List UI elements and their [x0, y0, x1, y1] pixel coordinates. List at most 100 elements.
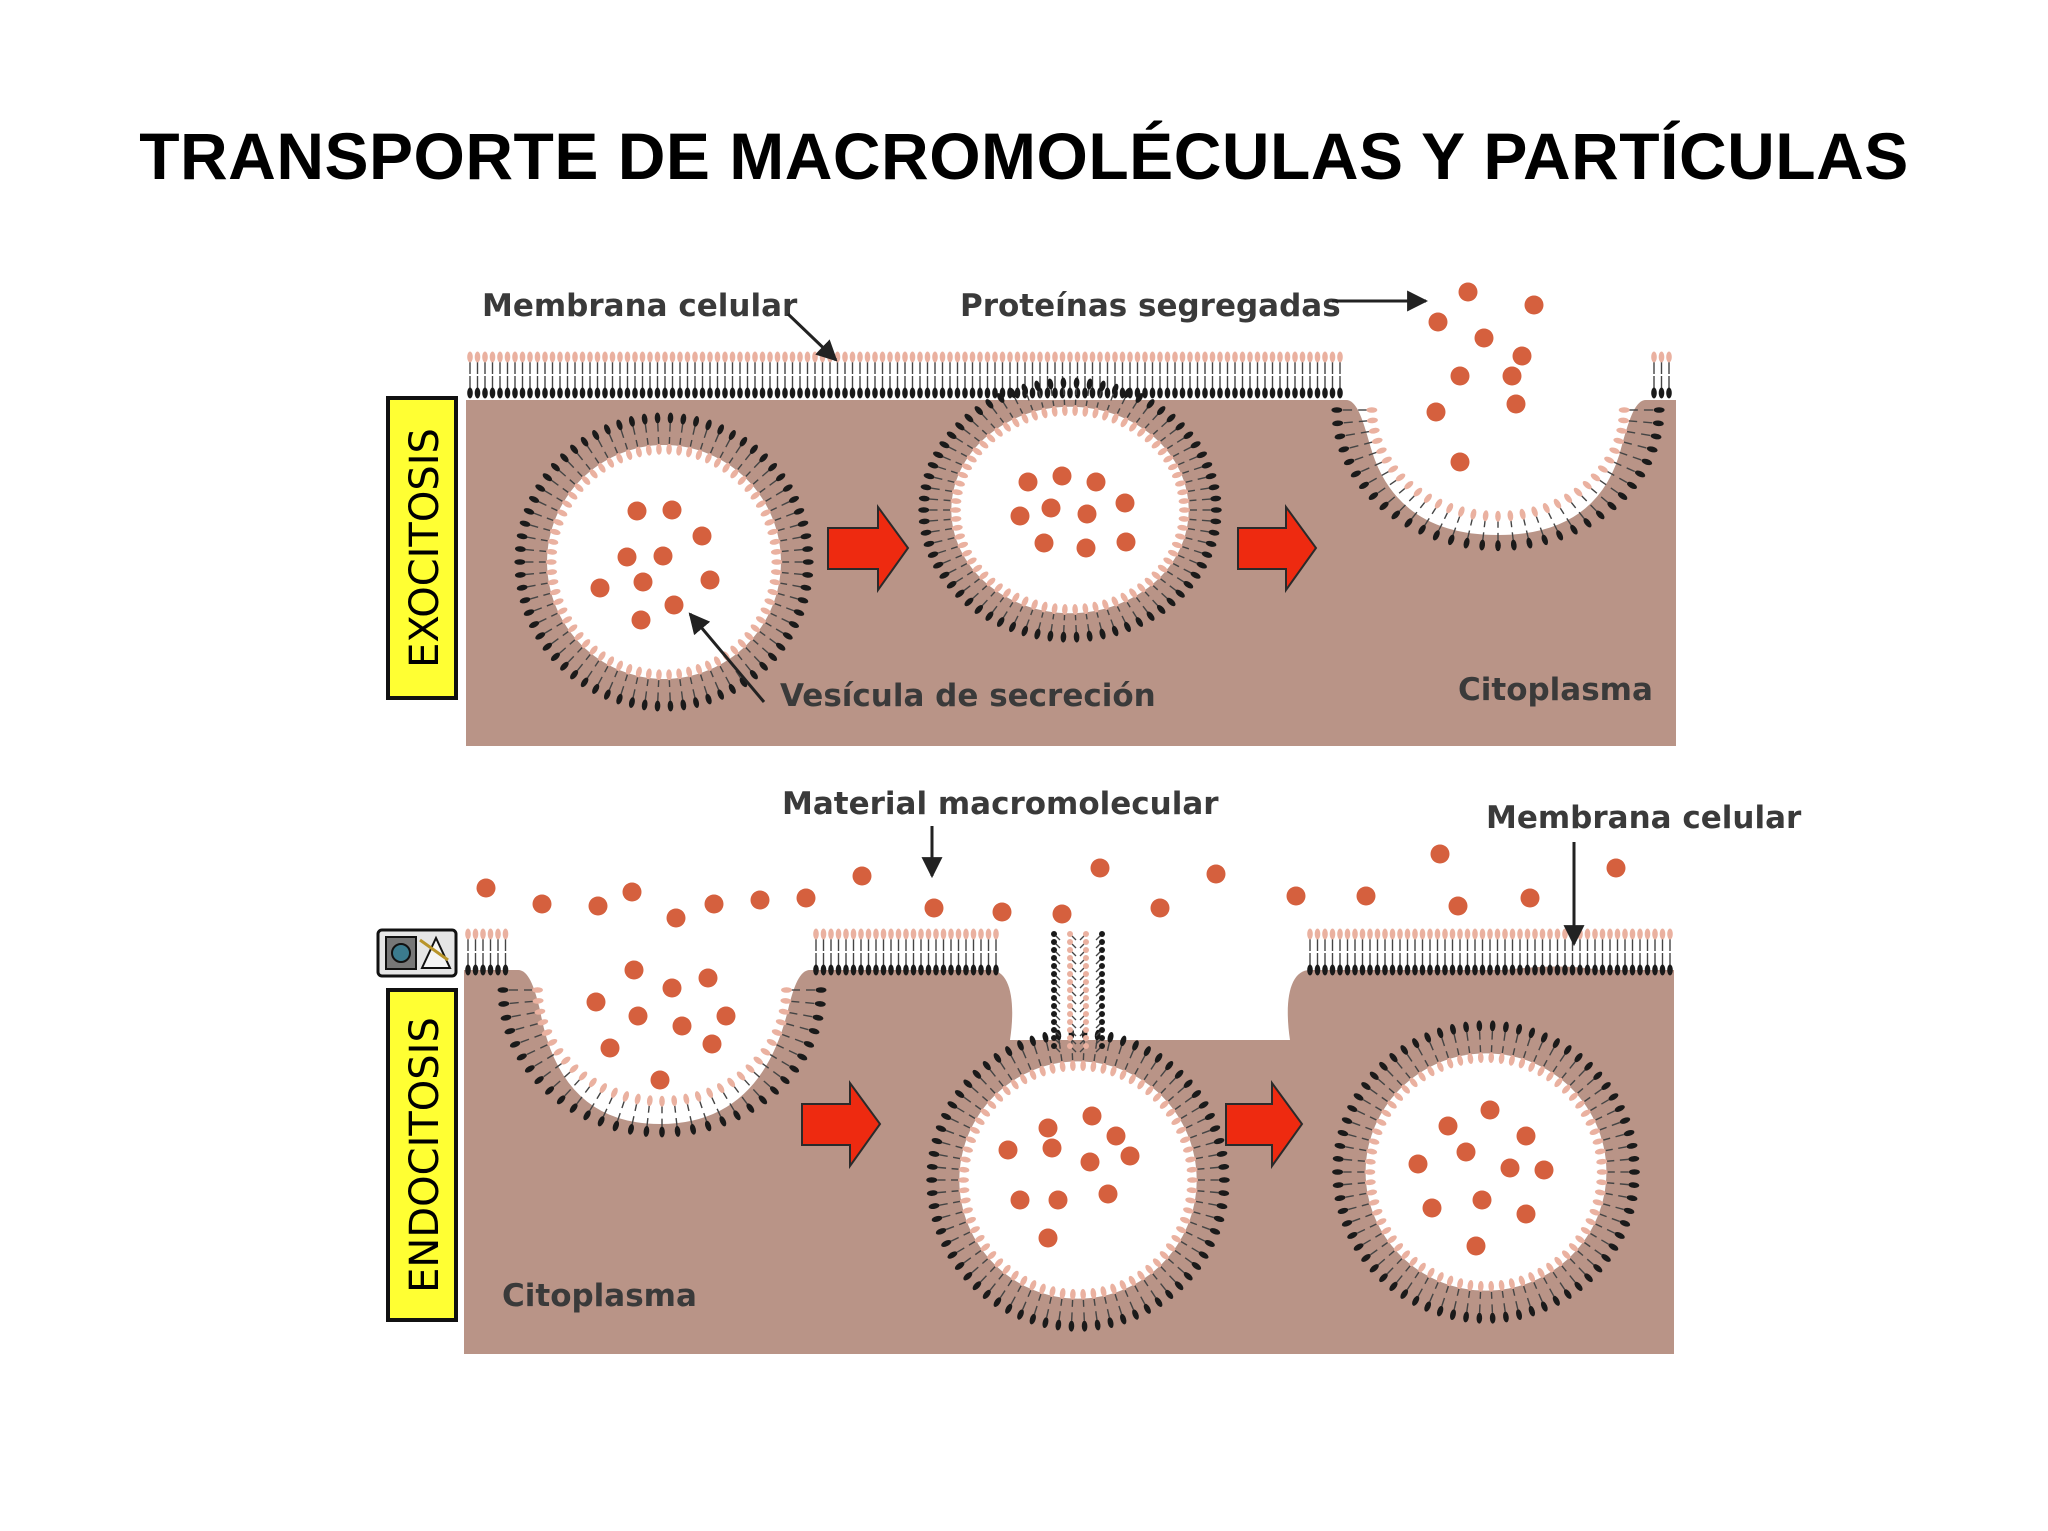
endo-vesicle-1-membrane	[926, 1028, 1230, 1332]
exo-particle	[1458, 282, 1478, 302]
endo-particle	[532, 894, 552, 914]
exo-particle	[662, 500, 682, 520]
endo-particle	[1448, 896, 1468, 916]
exo-particle	[1512, 346, 1532, 366]
exo-particle	[692, 526, 712, 546]
exo-vesicle-2-membrane	[918, 377, 1222, 643]
endo-particle	[622, 882, 642, 902]
exo-particle	[1115, 493, 1135, 513]
exo-particle	[633, 572, 653, 592]
exo-particle	[1428, 312, 1448, 332]
endo-vesicle-2-lumen	[1365, 1053, 1607, 1291]
exo-particle	[590, 578, 610, 598]
endo-particle	[588, 896, 608, 916]
endo-particle	[1106, 1126, 1126, 1146]
endo-particle	[1038, 1118, 1058, 1138]
endocitosis-side-label: ENDOCITOSIS	[386, 988, 458, 1322]
exocytosis-panel: EXOCITOSIS Membrana celular Proteínas se…	[386, 282, 1676, 746]
endo-particle	[1472, 1190, 1492, 1210]
endo-particle	[1356, 886, 1376, 906]
endo-particle	[750, 890, 770, 910]
exo-label-proteinas-segregadas: Proteínas segregadas	[960, 288, 1341, 324]
page-title: TRANSPORTE DE MACROMOLÉCULAS Y PARTÍCULA…	[139, 119, 1909, 193]
exo-particles	[590, 282, 1544, 630]
endo-particle	[1082, 1106, 1102, 1126]
endo-particle	[650, 1070, 670, 1090]
exo-particle	[1474, 328, 1494, 348]
endo-particle	[600, 1038, 620, 1058]
endo-particle	[672, 1016, 692, 1036]
endo-particle	[992, 902, 1012, 922]
endo-particle	[662, 978, 682, 998]
endo-particles	[476, 844, 1626, 1256]
exo-particle	[1502, 366, 1522, 386]
endo-particle	[1048, 1190, 1068, 1210]
endo-label-material-macromolecular: Material macromolecular	[782, 786, 1219, 822]
endo-particle	[586, 992, 606, 1012]
exo-particle	[653, 546, 673, 566]
exo-vesicle-2-lumen	[951, 406, 1189, 614]
exo-particle	[700, 570, 720, 590]
exocitosis-text: EXOCITOSIS	[402, 428, 448, 668]
endo-particle	[796, 888, 816, 908]
endo-particle	[624, 960, 644, 980]
exo-step-arrow-1	[827, 503, 910, 594]
endo-particle	[1534, 1160, 1554, 1180]
exocitosis-side-label: EXOCITOSIS	[386, 396, 458, 700]
endo-particle	[1150, 898, 1170, 918]
endo-membrane-left	[465, 928, 509, 976]
exo-particle	[1086, 472, 1106, 492]
endo-particle	[1500, 1158, 1520, 1178]
endo-vesicle-2-membrane	[1332, 1020, 1640, 1324]
exo-vesicula-pointer	[688, 612, 766, 703]
endo-step-arrow-1	[801, 1079, 882, 1170]
endo-particle	[1098, 1184, 1118, 1204]
endo-particle	[1516, 1126, 1536, 1146]
exo-particle	[1506, 394, 1526, 414]
endo-particle	[1042, 1138, 1062, 1158]
exo-particle	[1450, 366, 1470, 386]
endocitosis-text: ENDOCITOSIS	[402, 1017, 448, 1293]
endo-particle	[852, 866, 872, 886]
endo-particle	[666, 908, 686, 928]
exo-particle	[1426, 402, 1446, 422]
endo-particle	[476, 878, 496, 898]
endo-particle	[1010, 1190, 1030, 1210]
exo-particle	[1010, 506, 1030, 526]
endo-step-arrow-2	[1225, 1079, 1304, 1170]
endo-particle	[1286, 886, 1306, 906]
exo-membrana-pointer	[786, 312, 838, 362]
exo-particle	[631, 610, 651, 630]
endo-invagination	[497, 987, 827, 1138]
exo-particle	[1116, 532, 1136, 552]
endo-particle	[1408, 1154, 1428, 1174]
exo-particle	[664, 595, 684, 615]
endo-particle	[1120, 1146, 1140, 1166]
endo-particle	[628, 1006, 648, 1026]
endo-particle	[1430, 844, 1450, 864]
endo-label-membrana-celular: Membrana celular	[1486, 800, 1802, 836]
exo-label-citoplasma: Citoplasma	[1458, 672, 1653, 708]
exo-particle	[1076, 538, 1096, 558]
exo-particle	[1450, 452, 1470, 472]
endo-vesicle-1-lumen	[959, 1061, 1197, 1299]
exo-particle	[1052, 466, 1072, 486]
exo-particle	[627, 501, 647, 521]
exo-step-arrow-2	[1237, 503, 1318, 594]
camera-icon[interactable]	[376, 928, 458, 978]
endo-particle	[924, 898, 944, 918]
endo-particle	[1438, 1116, 1458, 1136]
endo-particle	[698, 968, 718, 988]
endo-particle	[702, 1034, 722, 1054]
endo-label-citoplasma: Citoplasma	[502, 1278, 697, 1314]
exo-particle	[1077, 504, 1097, 524]
exo-label-membrana-celular: Membrana celular	[482, 288, 798, 324]
exo-secretion-pit	[1331, 407, 1665, 552]
endo-particle	[1456, 1142, 1476, 1162]
endo-cell-membrane	[465, 928, 1673, 1138]
endo-particle	[716, 1006, 736, 1026]
endo-particle	[1466, 1236, 1486, 1256]
exo-particle	[617, 547, 637, 567]
endo-particle	[998, 1140, 1018, 1160]
